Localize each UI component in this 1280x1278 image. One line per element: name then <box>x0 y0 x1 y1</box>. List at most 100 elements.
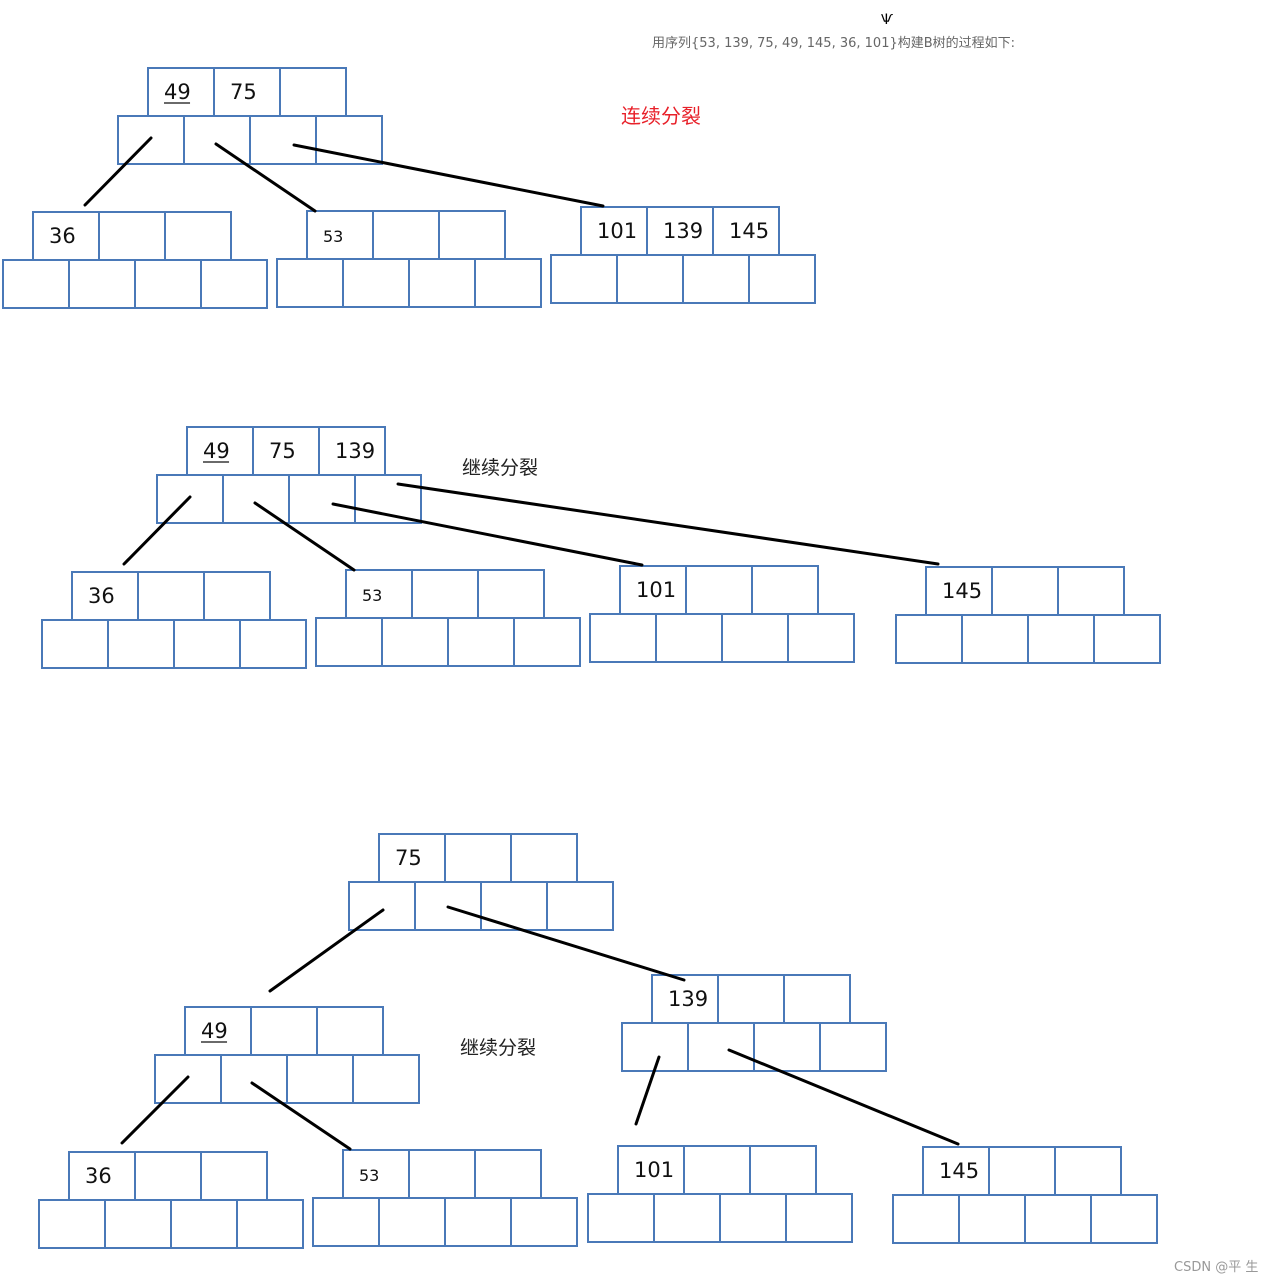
key-cell <box>751 565 819 615</box>
pointer-cell <box>104 1199 172 1249</box>
btree-node: 53 <box>315 569 581 667</box>
btree-node: 53 <box>312 1149 578 1247</box>
pointer-cell <box>447 617 515 667</box>
pointer-cell <box>721 613 789 663</box>
pointer-cell <box>1024 1194 1092 1244</box>
pointer-cell <box>249 115 317 165</box>
key-value: 36 <box>49 224 76 248</box>
key-cell <box>651 974 719 1024</box>
pointer-cell <box>1093 614 1161 664</box>
key-cell <box>32 211 100 261</box>
tree-edge <box>446 905 686 982</box>
pointer-cell <box>183 115 251 165</box>
key-cell <box>164 211 232 261</box>
pointer-cell <box>961 614 1029 664</box>
pointer-cell <box>819 1022 887 1072</box>
intro-text: 用序列{53, 139, 75, 49, 145, 36, 101}构建B树的过… <box>652 36 1016 51</box>
key-cell <box>617 1145 685 1195</box>
pointer-cell <box>38 1199 106 1249</box>
key-value: 75 <box>395 846 422 870</box>
pointer-cell <box>787 613 855 663</box>
btree-node: 49 75 <box>117 67 383 165</box>
key-cell <box>712 206 780 256</box>
pointer-cell <box>513 617 581 667</box>
key-cell <box>477 569 545 619</box>
tree-edge <box>250 1081 352 1151</box>
btree-node: 53 <box>276 210 542 308</box>
pointer-cell <box>892 1194 960 1244</box>
key-value: 53 <box>323 227 343 246</box>
key-cell <box>474 1149 542 1199</box>
key-cell <box>444 833 512 883</box>
pointer-cell <box>2 259 70 309</box>
pointer-cell <box>286 1054 354 1104</box>
pointer-cell <box>895 614 963 664</box>
cursor-icon: Ѱ <box>881 12 893 28</box>
key-cell <box>1054 1146 1122 1196</box>
pointer-cell <box>589 613 657 663</box>
key-value: 36 <box>88 584 115 608</box>
key-cell <box>717 974 785 1024</box>
pointer-cell <box>276 258 344 308</box>
key-cell <box>510 833 578 883</box>
key-cell <box>438 210 506 260</box>
pointer-cell <box>200 259 268 309</box>
stage-1-caption: 连续分裂 <box>621 104 701 128</box>
pointer-cell <box>220 1054 288 1104</box>
pointer-cell <box>342 258 410 308</box>
key-cell <box>134 1151 202 1201</box>
key-value: 75 <box>230 80 257 104</box>
pointer-cell <box>170 1199 238 1249</box>
tree-edge <box>727 1048 960 1146</box>
key-cell <box>203 571 271 621</box>
pointer-cell <box>587 1193 655 1243</box>
key-cell <box>783 974 851 1024</box>
key-cell <box>147 67 215 117</box>
pointer-cell <box>381 617 449 667</box>
pointer-cell <box>510 1197 578 1247</box>
pointer-cell <box>621 1022 689 1072</box>
key-cell <box>98 211 166 261</box>
btree-node: 36 <box>2 211 268 309</box>
btree-node: 36 <box>41 571 307 669</box>
pointer-cell <box>546 881 614 931</box>
tree-edge <box>253 501 356 572</box>
btree-node: 145 <box>895 566 1161 664</box>
pointer-cell <box>1090 1194 1158 1244</box>
key-value: 49 <box>201 1019 228 1043</box>
pointer-cell <box>682 254 750 304</box>
key-value: 49 <box>164 80 191 104</box>
btree-node: 49 <box>154 1006 420 1104</box>
key-cell <box>580 206 648 256</box>
btree-node: 36 <box>38 1151 304 1249</box>
pointer-cell <box>68 259 136 309</box>
tree-edge <box>331 502 644 567</box>
btree-node: 145 <box>892 1146 1158 1244</box>
pointer-cell <box>107 619 175 669</box>
key-cell <box>137 571 205 621</box>
pointer-cell <box>655 613 723 663</box>
key-value: 49 <box>203 439 230 463</box>
pointer-cell <box>653 1193 721 1243</box>
pointer-cell <box>408 258 476 308</box>
pointer-cell <box>315 617 383 667</box>
key-value: 145 <box>939 1159 979 1183</box>
pointer-cell <box>222 474 290 524</box>
key-cell <box>342 1149 410 1199</box>
key-cell <box>991 566 1059 616</box>
key-cell <box>318 426 386 476</box>
key-value: 101 <box>634 1158 674 1182</box>
pointer-cell <box>550 254 618 304</box>
key-cell <box>316 1006 384 1056</box>
pointer-cell <box>134 259 202 309</box>
key-cell <box>749 1145 817 1195</box>
key-cell <box>925 566 993 616</box>
pointer-cell <box>239 619 307 669</box>
key-cell <box>250 1006 318 1056</box>
key-cell <box>411 569 479 619</box>
key-value: 53 <box>359 1166 379 1185</box>
btree-node: 75 <box>348 833 614 931</box>
